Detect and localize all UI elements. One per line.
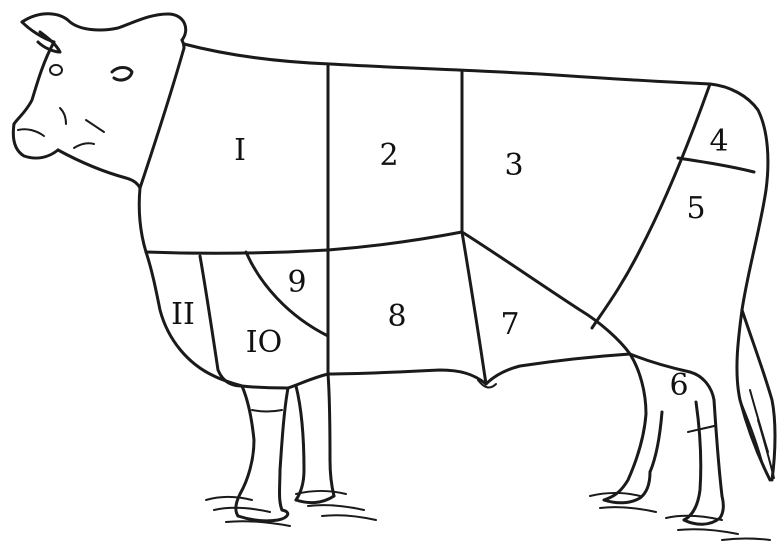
eye-icon [50,65,62,75]
cut-label-8: 8 [387,299,406,334]
nostril-icon [112,68,132,81]
ground-strokes [206,491,770,540]
cut-label-5: 5 [686,191,705,226]
cut-label-10: IO [246,325,282,360]
cow-body-outline [139,44,775,480]
cut-label-11: II [171,297,195,332]
cut-label-6: 6 [669,368,688,403]
cut-label-2: 2 [379,138,398,173]
cut-label-9: 9 [287,265,306,300]
cut-labels: I 2 3 4 5 6 7 8 9 IO II [171,124,728,403]
cut-label-4: 4 [709,124,728,159]
tail [737,310,770,480]
cow-head [13,14,185,188]
cut-label-1: I [234,133,246,168]
cut-division-lines [140,48,754,388]
cut-label-3: 3 [504,148,523,183]
cut-label-7: 7 [500,307,519,342]
